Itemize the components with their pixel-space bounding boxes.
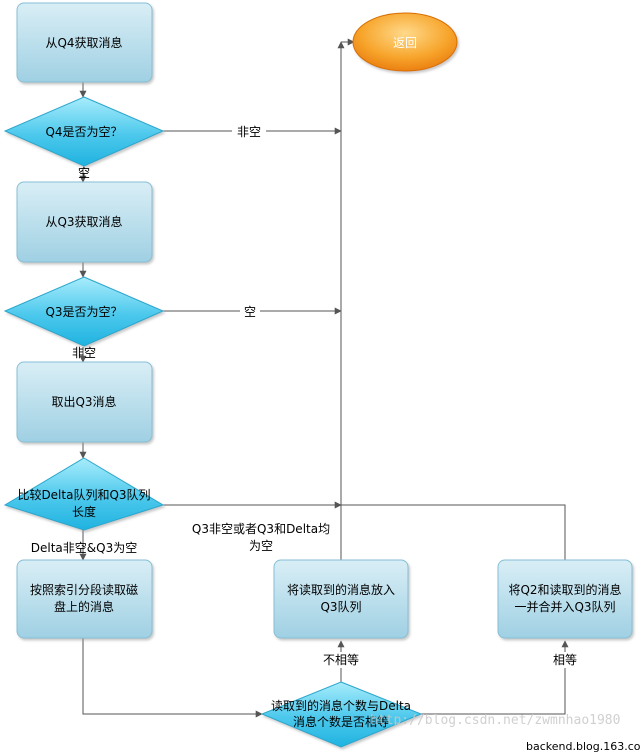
- label-read-disk-1: 按照索引分段读取磁: [30, 582, 138, 597]
- terminal-return: 返回: [352, 12, 458, 72]
- edge-label-delta-nonempty: Delta非空&Q3为空: [31, 541, 137, 555]
- credit-background: [522, 738, 639, 753]
- label-q4-empty: Q4是否为空？: [45, 125, 122, 139]
- credit: backend.blog.163.com: [526, 740, 641, 753]
- label-compare-1: 比较Delta队列和Q3队列: [17, 487, 150, 502]
- edge-labels: 非空 空 空 非空 Q3非空或者Q3和Delta均 为空 Delta非空&Q3为…: [31, 123, 580, 668]
- label-put-q3-1: 将读取到的消息放入: [287, 582, 395, 597]
- process-box-read-disk: 按照索引分段读取磁 盘上的消息: [16, 559, 153, 639]
- edge-label-q4-not-empty: 非空: [237, 125, 261, 139]
- label-compare-2: 长度: [72, 504, 96, 519]
- decision-q3-empty: Q3是否为空？: [3, 276, 165, 347]
- label-take-q3: 取出Q3消息: [51, 394, 116, 409]
- label-count-2: 消息个数是否相等: [293, 714, 389, 729]
- edge-label-q3-empty: 空: [244, 305, 256, 319]
- edge-label-equal: 相等: [553, 653, 577, 667]
- edge-label-q4-empty: 空: [78, 166, 90, 180]
- process-box-merge-q2: 将Q2和读取到的消息 一并合并入Q3队列: [497, 559, 633, 639]
- label-merge-2: 一并合并入Q3队列: [514, 599, 615, 614]
- edge-label-q3-or-delta-2: 为空: [249, 539, 273, 553]
- process-box-get-q4: 从Q4获取消息: [16, 2, 153, 83]
- decision-count-equal: 读取到的消息个数与Delta 消息个数是否相等: [260, 681, 423, 748]
- process-box-get-q3: 从Q3获取消息: [16, 181, 153, 263]
- decision-compare-length: 比较Delta队列和Q3队列 长度: [3, 457, 165, 531]
- label-count-1: 读取到的消息个数与Delta: [271, 698, 411, 713]
- label-read-disk-2: 盘上的消息: [54, 599, 114, 614]
- label-get-q4: 从Q4获取消息: [45, 35, 122, 50]
- label-return: 返回: [393, 36, 417, 50]
- label-merge-1: 将Q2和读取到的消息: [508, 582, 621, 597]
- edge-label-not-equal: 不相等: [323, 653, 359, 667]
- edge-count-to-merge: [421, 640, 569, 715]
- process-box-put-q3: 将读取到的消息放入 Q3队列: [273, 559, 409, 639]
- edge-readdisk-to-count: [82, 638, 263, 718]
- edge-merge-up: [341, 504, 566, 560]
- label-put-q3-2: Q3队列: [320, 599, 361, 614]
- label-q3-empty: Q3是否为空？: [45, 305, 122, 319]
- label-get-q3: 从Q3获取消息: [45, 214, 122, 229]
- edge-label-q3-not-empty: 非空: [72, 346, 96, 360]
- watermark: http://blog.csdn.net/zwmnhao1980: [370, 713, 620, 728]
- edge-label-q3-or-delta-1: Q3非空或者Q3和Delta均: [192, 522, 330, 536]
- process-box-take-q3: 取出Q3消息: [16, 361, 153, 443]
- decision-q4-empty: Q4是否为空？: [3, 96, 165, 167]
